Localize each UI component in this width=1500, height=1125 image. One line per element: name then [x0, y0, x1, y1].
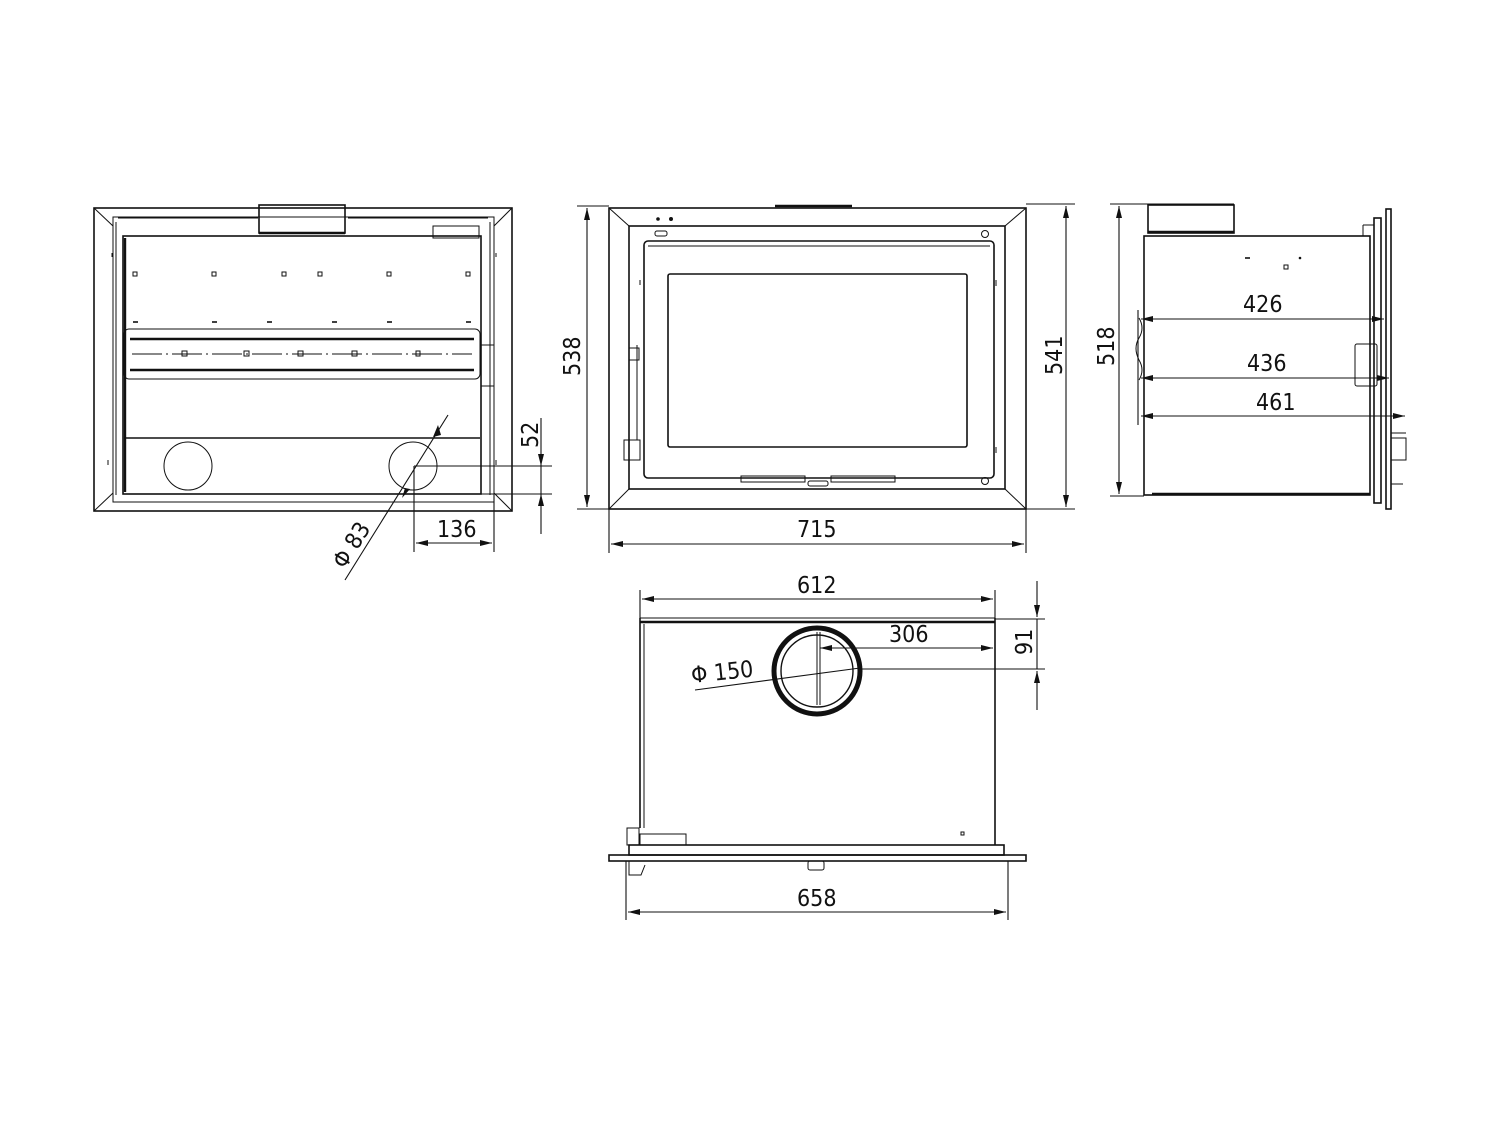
- dim-outlet-diameter: Φ 83: [328, 518, 376, 573]
- dim-front-height-right: 541: [1042, 336, 1068, 376]
- rear-view: [93, 204, 513, 512]
- side-view: [1135, 204, 1407, 510]
- dim-side-depth-2: 436: [1247, 351, 1287, 377]
- side-dimensions: 518 426 436 461: [1094, 203, 1405, 497]
- front-dimensions: 538 541 715: [560, 203, 1075, 553]
- dim-front-width: 715: [797, 517, 837, 543]
- dim-side-height: 518: [1094, 327, 1120, 367]
- dim-flue-diameter: Φ 150: [690, 657, 755, 689]
- dim-flue-depth-offset: 91: [1012, 629, 1038, 655]
- mounting-holes: [132, 271, 471, 323]
- dim-side-depth-1: 426: [1243, 292, 1283, 318]
- dim-front-height-left: 538: [560, 337, 586, 377]
- dim-side-depth-3: 461: [1256, 390, 1296, 416]
- top-dimensions: 612 306 Φ 150 91 658: [625, 573, 1045, 920]
- top-view: [608, 617, 1027, 876]
- dim-outlet-vertical: 52: [518, 422, 544, 448]
- dim-top-frame-width: 658: [797, 886, 837, 912]
- flue-collar: [771, 625, 863, 717]
- dim-top-body-width: 612: [797, 573, 837, 599]
- dim-outlet-horizontal: 136: [437, 517, 477, 543]
- front-view: [608, 204, 1027, 510]
- dim-flue-offset: 306: [889, 622, 929, 648]
- rear-dimensions: Φ 83 136 52: [328, 414, 552, 581]
